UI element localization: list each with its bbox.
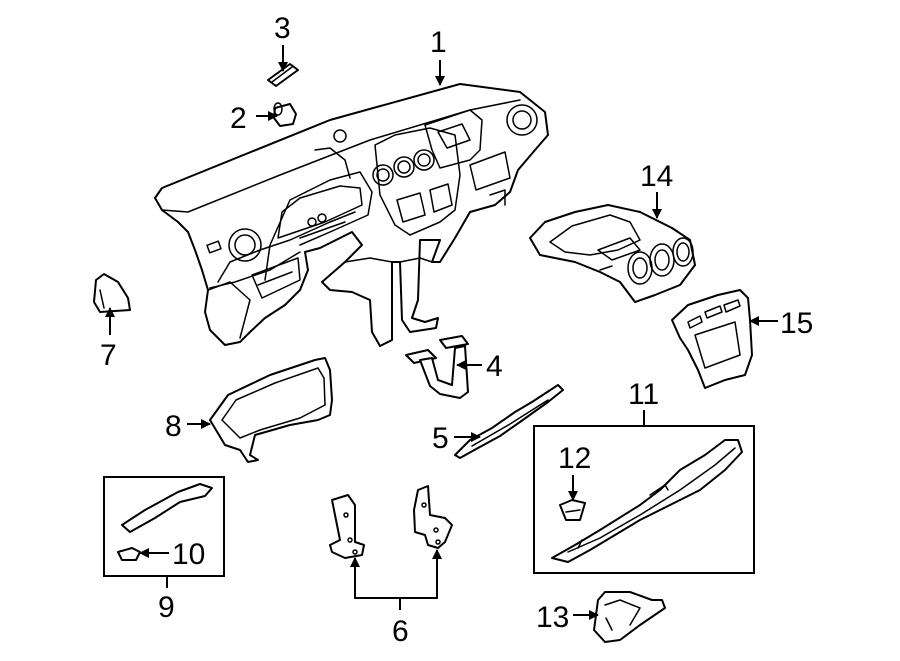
callout-12: 12 (558, 442, 591, 475)
glove-box-part-11 (533, 425, 755, 574)
callout-2: 2 (230, 102, 247, 135)
callout-10: 10 (172, 538, 205, 571)
control-bezel-part-15 (671, 289, 753, 389)
callout-13: 13 (536, 601, 569, 634)
callout-14: 14 (640, 160, 673, 193)
callout-6: 6 (392, 615, 409, 648)
fastener-part-2 (273, 102, 297, 127)
support-bracket-part-6 (329, 485, 453, 559)
cluster-bezel-part-8 (209, 357, 333, 463)
bracket-part-4 (405, 335, 469, 399)
callout-5: 5 (432, 422, 449, 455)
callout-labels: 1 2 3 4 5 6 7 8 9 10 11 12 13 14 15 (100, 12, 813, 648)
pillar-trim-part-9 (103, 476, 225, 577)
callout-1: 1 (430, 26, 447, 59)
leader-lines (105, 45, 778, 620)
instrument-panel-part (154, 83, 549, 347)
callout-8: 8 (165, 410, 182, 443)
callout-9: 9 (158, 591, 175, 624)
part-9-group-box (103, 476, 225, 577)
trim-strip-part-5 (454, 384, 564, 459)
callout-4: 4 (486, 350, 503, 383)
glove-box-bin-part-13 (593, 591, 666, 643)
center-trim-panel-part-14 (529, 204, 696, 303)
callout-7: 7 (100, 339, 117, 372)
callout-11: 11 (628, 378, 659, 411)
end-cap-part-7 (93, 273, 131, 313)
callout-15: 15 (780, 307, 813, 340)
callout-3: 3 (274, 12, 291, 45)
